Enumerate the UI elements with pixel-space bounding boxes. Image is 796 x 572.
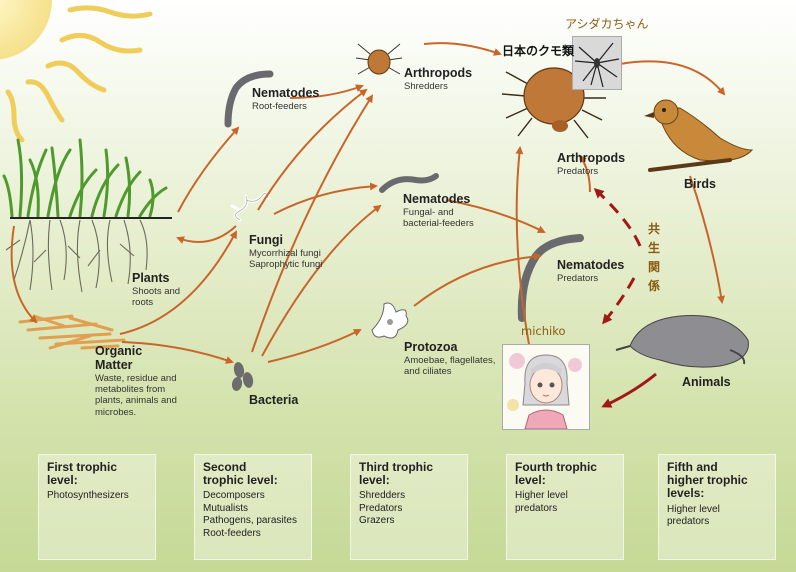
node-subtitle: Fungal- and	[403, 206, 454, 218]
node-title: Organic	[95, 344, 143, 358]
node-subtitle: microbes.	[95, 406, 137, 418]
spider-icon	[574, 42, 620, 88]
node-birds: Birds	[684, 177, 716, 192]
spider-photo	[572, 36, 622, 90]
trophic-level-title: Fifth and higher trophic levels:	[667, 460, 748, 501]
node-title: Bacteria	[249, 393, 299, 407]
arthropod-shredder-icon	[355, 43, 403, 75]
node-title: Plants	[132, 271, 170, 285]
node-title: Nematodes	[252, 86, 320, 100]
node-nematodes-root-feeders: Nematodes Root-feeders	[252, 86, 320, 112]
node-nematodes-predators: Nematodes Predators	[557, 258, 625, 284]
trophic-level-title: Fourth trophic level:	[515, 460, 597, 488]
arthropod-predator-icon	[501, 67, 606, 139]
annotation-char: 生	[647, 241, 660, 255]
node-title: Animals	[682, 375, 731, 389]
node-plants: Plants Shoots and roots	[132, 271, 181, 309]
nematode-fungal-feeder-icon	[379, 173, 439, 193]
node-subtitle: metabolites from	[95, 383, 166, 395]
node-nematodes-fungal-bacterial-feeders: Nematodes Fungal- and bacterial-feeders	[403, 192, 474, 230]
node-title: Matter	[95, 357, 133, 372]
node-subtitle: Shredders	[404, 80, 448, 92]
annotation-char: 共	[647, 222, 660, 236]
node-subtitle: and ciliates	[404, 366, 452, 378]
annotation-ashidaka: アシダカちゃん	[565, 17, 649, 31]
node-subtitle: Shoots and	[132, 285, 181, 297]
node-subtitle: plants, animals and	[95, 395, 177, 407]
mole-icon	[615, 315, 749, 368]
annotation-char: 係	[647, 279, 660, 293]
node-subtitle: Amoebae, flagellates,	[404, 354, 496, 366]
node-subtitle: Predators	[557, 272, 599, 284]
trophic-level-1: First trophic level: Photosynthesizers	[38, 454, 156, 560]
node-title: Birds	[684, 177, 716, 191]
node-subtitle: bacterial-feeders	[403, 218, 474, 230]
trophic-level-4: Fourth trophic level: Higher level preda…	[506, 454, 624, 560]
node-title: Fungi	[249, 233, 284, 247]
food-web-arrows	[10, 42, 726, 364]
trophic-level-desc: Photosynthesizers	[47, 490, 129, 502]
trophic-level-desc: Higher level predators	[667, 503, 720, 528]
node-subtitle: Waste, residue and	[95, 372, 177, 384]
trophic-level-title: Third trophic level:	[359, 460, 433, 488]
fungi-icon	[230, 191, 270, 222]
trophic-level-desc: Higher level predators	[515, 490, 568, 514]
node-title: Arthropods	[557, 151, 626, 165]
node-arthropods-shredders: Arthropods Shredders	[404, 66, 473, 92]
trophic-level-title: Second trophic level:	[203, 460, 278, 488]
node-fungi: Fungi Mycorrhizal fungi Saprophytic fung…	[249, 233, 323, 271]
node-subtitle: Saprophytic fungi	[249, 259, 323, 271]
bacteria-icon	[231, 362, 254, 391]
node-subtitle: Root-feeders	[252, 100, 307, 112]
node-title: Arthropods	[404, 66, 473, 80]
plants-illustration	[2, 138, 172, 293]
trophic-level-5: Fifth and higher trophic levels: Higher …	[658, 454, 776, 560]
michiko-portrait	[502, 344, 590, 430]
trophic-level-desc: Decomposers Mutualists Pathogens, parasi…	[203, 490, 297, 539]
node-subtitle: Mycorrhizal fungi	[249, 247, 321, 259]
girl-portrait-icon	[507, 353, 582, 429]
sun-icon	[0, 0, 153, 143]
annotation-arrows	[593, 187, 657, 408]
annotation-char: 関	[647, 260, 660, 274]
node-animals: Animals	[682, 375, 731, 390]
annotation-michiko: michiko	[521, 324, 566, 338]
node-protozoa: Protozoa Amoebae, flagellates, and cilia…	[404, 340, 496, 378]
trophic-level-desc: Shredders Predators Grazers	[359, 490, 406, 527]
annotation-kumo: 日本のクモ類	[502, 44, 575, 58]
node-title: Protozoa	[404, 340, 458, 354]
node-title: Nematodes	[403, 192, 471, 206]
organic-matter-illustration	[18, 314, 126, 350]
trophic-level-2: Second trophic level: Decomposers Mutual…	[194, 454, 312, 560]
bird-icon	[644, 99, 754, 172]
node-organic-matter: Organic Matter Waste, residue and metabo…	[95, 344, 177, 418]
node-subtitle: Predators	[557, 165, 599, 177]
annotation-kyosei: 共 生 関 係	[646, 220, 662, 296]
node-arthropods-predators: Arthropods Predators	[557, 151, 626, 177]
node-title: Nematodes	[557, 258, 625, 272]
trophic-level-title: First trophic level:	[47, 460, 118, 488]
node-subtitle: roots	[132, 297, 154, 309]
trophic-level-3: Third trophic level: Shredders Predators…	[350, 454, 468, 560]
node-bacteria: Bacteria	[249, 393, 299, 408]
nematode-root-feeder-icon	[224, 70, 274, 128]
